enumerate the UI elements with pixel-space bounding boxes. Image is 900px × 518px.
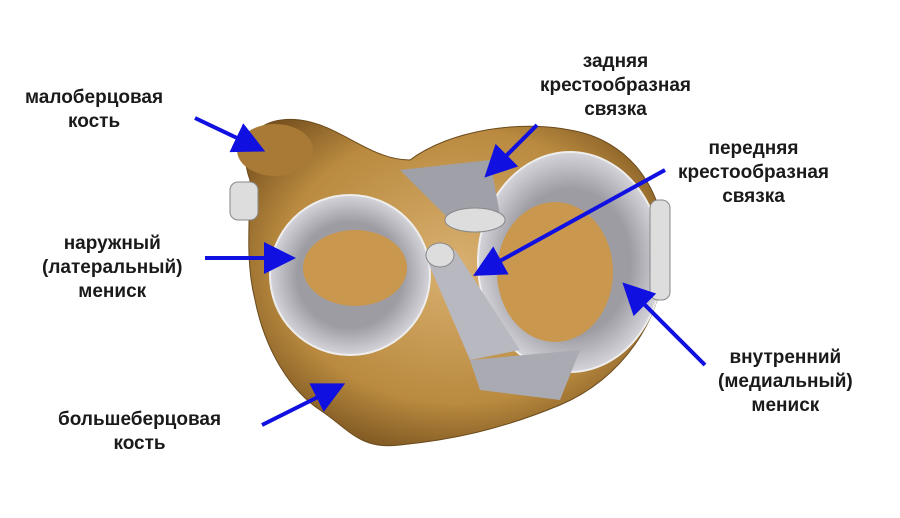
label-line: связка xyxy=(722,186,785,207)
pcl-stump xyxy=(444,207,506,233)
arrow-tibia xyxy=(261,383,346,427)
label-tibia: большеберцовая кость xyxy=(58,408,221,456)
label-line: крестообразная xyxy=(678,162,829,183)
label-line: передняя xyxy=(708,138,799,159)
label-posterior-cruciate: задняя крестообразная связка xyxy=(540,50,691,122)
label-line: большеберцовая xyxy=(58,409,222,430)
label-line: малоберцовая xyxy=(25,87,164,108)
posterior-cruciate-ligament xyxy=(400,160,500,220)
label-line: задняя xyxy=(582,51,649,72)
label-lateral-meniscus: наружный (латеральный) мениск xyxy=(42,232,182,304)
acl-stump xyxy=(425,242,455,268)
fibula-cartilage xyxy=(229,181,259,221)
label-line: внутренний xyxy=(729,347,842,368)
medial-cartilage xyxy=(649,199,671,301)
fibula-head xyxy=(237,124,313,176)
anterior-cruciate-ligament xyxy=(425,250,520,360)
arrow-posterior-cruciate xyxy=(484,123,539,178)
label-line: наружный xyxy=(63,233,161,254)
arrows xyxy=(194,116,707,427)
lateral-plateau xyxy=(303,230,407,306)
label-line: кость xyxy=(113,433,166,454)
label-fibula: малоберцовая кость xyxy=(25,86,163,134)
label-line: крестообразная xyxy=(540,75,691,96)
label-line: (медиальный) xyxy=(718,371,853,392)
label-line: кость xyxy=(67,111,121,132)
arrow-fibula xyxy=(194,116,266,153)
label-line: (латеральный) xyxy=(42,257,183,278)
label-line: связка xyxy=(584,99,647,120)
label-anterior-cruciate: передняя крестообразная связка xyxy=(678,137,829,209)
medial-meniscus-root xyxy=(470,350,580,400)
arrow-anterior-cruciate xyxy=(472,168,666,276)
label-line: мениск xyxy=(751,395,820,416)
arrow-medial-meniscus xyxy=(622,282,707,367)
label-line: мениск xyxy=(78,281,147,302)
label-medial-meniscus: внутренний (медиальный) мениск xyxy=(718,346,853,418)
medial-plateau xyxy=(497,202,613,342)
